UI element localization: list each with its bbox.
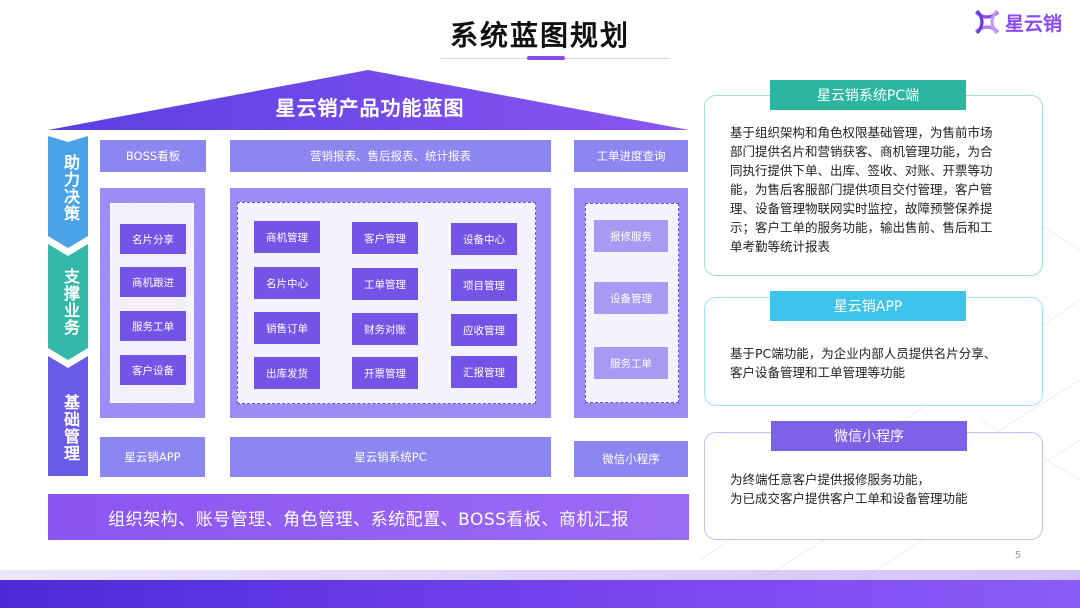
feature-device-center: 设备中心 [451, 223, 517, 255]
feature-customer-device: 客户设备 [120, 355, 186, 385]
pc-card-line: 单考勤等统计报表 [730, 239, 831, 254]
feature-opportunity-mgmt: 商机管理 [254, 221, 320, 253]
miniprogram-card-line: 为已成交客户提供客户工单和设备管理功能 [730, 491, 968, 506]
feature-service-ticket: 服务工单 [120, 311, 186, 341]
platform-miniprogram-box: 微信小程序 [574, 441, 688, 477]
platform-app-box: 星云销APP [100, 437, 205, 477]
reports-box: 营销报表、售后报表、统计报表 [230, 140, 551, 172]
feature-receivables: 应收管理 [451, 314, 517, 346]
pc-card-line: 能，为售后客服部门提供项目交付管理，客户管 [730, 182, 993, 197]
feature-sales-order: 销售订单 [254, 312, 320, 344]
logo-icon [975, 10, 999, 34]
feature-customer-mgmt: 客户管理 [352, 222, 418, 254]
logo-text: 星云销 [1005, 12, 1063, 35]
app-card-line: 基于PC端功能，为企业内部人员提供名片分享、 [730, 346, 997, 361]
side-label-business: 支撑业务 [61, 268, 80, 336]
pc-card-description: 基于组织架构和角色权限基础管理，为售前市场 部门提供名片和营销获客、商机管理功能… [730, 123, 1030, 256]
boss-dashboard-box: BOSS看板 [100, 140, 206, 172]
pc-card-line: 基于组织架构和角色权限基础管理，为售前市场 [730, 125, 993, 140]
feature-mini-service-ticket: 服务工单 [594, 347, 668, 379]
pc-card-title: 星云销系统PC端 [770, 80, 966, 110]
feature-repair-service: 报修服务 [594, 220, 668, 252]
feature-card-center: 名片中心 [254, 267, 320, 299]
feature-ticket-mgmt: 工单管理 [352, 268, 418, 300]
miniprogram-card-line: 为终端任意客户提供报修服务功能， [730, 472, 931, 487]
side-category-column [48, 136, 88, 476]
pc-card-line: 部门提供名片和营销获客、商机管理功能，为合 [730, 144, 993, 159]
bottom-band [0, 580, 1080, 608]
side-label-management: 基础管理 [61, 394, 80, 462]
feature-project-mgmt: 项目管理 [451, 269, 517, 301]
app-card-description: 基于PC端功能，为企业内部人员提供名片分享、 客户设备管理和工单管理等功能 [730, 344, 1030, 382]
platform-pc-box: 星云销系统PC [230, 437, 551, 477]
feature-report-mgmt: 汇报管理 [451, 356, 517, 388]
foundation-bar: 组织架构、账号管理、角色管理、系统配置、BOSS看板、商机汇报 [48, 494, 689, 540]
app-card-title: 星云销APP [770, 291, 966, 321]
feature-shipping: 出库发货 [254, 357, 320, 389]
title-accent [527, 56, 565, 60]
feature-finance-reconcile: 财务对账 [352, 313, 418, 345]
pc-description-card [704, 95, 1043, 276]
feature-card-share: 名片分享 [120, 224, 186, 254]
work-order-progress-box: 工单进度查询 [574, 140, 688, 172]
miniprogram-card-description: 为终端任意客户提供报修服务功能， 为已成交客户提供客户工单和设备管理功能 [730, 470, 1030, 508]
pc-card-line: 示；客户工单的服务功能，输出售前、售后和工 [730, 220, 993, 235]
page-number: 5 [1014, 550, 1022, 561]
blueprint-title: 星云销产品功能蓝图 [275, 96, 465, 120]
blueprint-roof [48, 70, 689, 130]
app-card-line: 客户设备管理和工单管理等功能 [730, 365, 906, 380]
pc-card-line: 同执行提供下单、出库、签收、对账、开票等功 [730, 163, 993, 178]
page-title: 系统蓝图规划 [449, 19, 630, 52]
miniprogram-card-title: 微信小程序 [771, 421, 967, 451]
feature-device-mgmt: 设备管理 [594, 282, 668, 314]
pc-card-line: 理、设备管理物联网实时监控，故障预警保养提 [730, 201, 993, 216]
brand-logo: 星云销 [972, 6, 1076, 38]
side-label-decision: 助力决策 [61, 154, 80, 222]
feature-opportunity-followup: 商机跟进 [120, 267, 186, 297]
feature-invoicing: 开票管理 [352, 357, 418, 389]
